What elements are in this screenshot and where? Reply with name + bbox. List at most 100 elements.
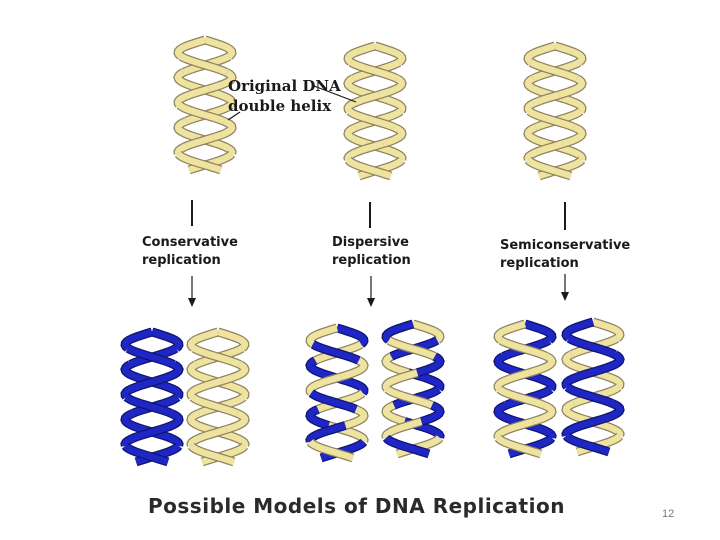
- parent-strand-segment: [212, 118, 236, 141]
- stem-line-semiconservative: [564, 202, 566, 230]
- parent-strand-segment: [174, 85, 211, 107]
- new-strand-segment: [596, 351, 624, 374]
- original-dna-label: Original DNA double helix: [228, 76, 341, 116]
- parent-strand-segment: [524, 75, 552, 98]
- semiconservative-helix-1: [493, 319, 557, 459]
- new-strand-segment: [121, 328, 153, 351]
- parent-strand-segment: [524, 124, 548, 147]
- parent-strand-segment: [382, 418, 423, 439]
- parent-strand-segment: [524, 140, 565, 161]
- new-strand-segment: [563, 433, 610, 456]
- parent-strand-segment: [382, 353, 410, 376]
- new-strand-segment: [306, 422, 347, 443]
- parent-strand-segment: [190, 394, 239, 417]
- stem-line-dispersive: [369, 202, 371, 228]
- new-strand-segment: [494, 353, 522, 376]
- parent-strand-segment: [307, 439, 354, 462]
- parent-strand-segment: [340, 357, 368, 380]
- parent-strand-segment: [174, 118, 198, 141]
- parent-strand-segment: [529, 59, 579, 82]
- new-strand-segment: [124, 394, 173, 417]
- new-strand-segment: [126, 345, 176, 368]
- parent-strand-segment: [174, 36, 206, 59]
- pointer-line-left: [227, 111, 241, 121]
- label-semiconservative-line1: Semiconservative: [500, 238, 631, 253]
- parent-strand-segment: [347, 108, 396, 131]
- label-dispersive-line1: Dispersive: [332, 235, 410, 250]
- new-strand-segment: [600, 400, 624, 423]
- parent-strand-segment: [344, 140, 385, 161]
- parent-strand-segment: [306, 373, 343, 395]
- new-strand-segment: [562, 367, 599, 389]
- parent-strand-segment: [174, 69, 202, 92]
- parent-strand-segment: [387, 337, 437, 360]
- parent-strand-segment: [345, 157, 392, 180]
- dispersive-helix-1: [305, 323, 369, 463]
- parent-strand-segment: [494, 418, 535, 439]
- stem-line-conservative: [191, 200, 193, 226]
- parent-strand-segment: [592, 318, 624, 341]
- parent-strand-segment: [525, 157, 572, 180]
- new-strand-segment: [121, 361, 149, 384]
- label-conservative: Conservative replication: [142, 234, 238, 270]
- label-conservative-line1: Conservative: [142, 235, 238, 250]
- parent-strand-segment: [344, 406, 368, 429]
- parent-strand-segment: [524, 42, 556, 65]
- parent-strand-segment: [385, 386, 434, 409]
- parent-strand-segment: [494, 320, 526, 343]
- down-arrow-semiconservative: [561, 274, 569, 301]
- parent-strand-segment: [344, 91, 381, 113]
- down-arrow-dispersive: [367, 276, 375, 307]
- parent-strand-segment: [528, 353, 556, 376]
- parent-strand-segment: [562, 124, 586, 147]
- new-strand-segment: [562, 416, 603, 437]
- parent-strand-segment: [175, 151, 222, 174]
- original-helix-3: [523, 41, 587, 181]
- new-strand-segment: [494, 402, 518, 425]
- parent-strand-segment: [554, 42, 586, 65]
- new-strand-segment: [121, 426, 162, 447]
- new-strand-segment: [121, 377, 158, 399]
- parent-strand-segment: [187, 410, 211, 433]
- parent-strand-segment: [192, 345, 242, 368]
- parent-strand-segment: [187, 361, 215, 384]
- new-strand-segment: [311, 341, 361, 364]
- new-strand-segment: [155, 361, 183, 384]
- new-strand-segment: [309, 390, 358, 413]
- pointer-line-right: [313, 85, 357, 103]
- parent-strand-segment: [221, 361, 249, 384]
- new-strand-segment: [562, 318, 594, 341]
- new-strand-segment: [382, 320, 414, 343]
- parent-strand-segment: [344, 124, 368, 147]
- parent-strand-segment: [187, 328, 219, 351]
- parent-strand-segment: [412, 320, 444, 343]
- new-strand-segment: [336, 324, 368, 347]
- semiconservative-helix-2: [561, 317, 625, 457]
- parent-strand-segment: [524, 91, 561, 113]
- label-dispersive: Dispersive replication: [332, 234, 411, 270]
- parent-strand-segment: [179, 53, 229, 76]
- parent-strand-segment: [374, 42, 406, 65]
- parent-strand-segment: [497, 386, 546, 409]
- parent-strand-segment: [187, 377, 224, 399]
- new-strand-segment: [306, 406, 330, 429]
- new-strand-segment: [524, 320, 556, 343]
- new-strand-segment: [420, 402, 444, 425]
- original-dna-label-line2: double helix: [228, 97, 332, 115]
- parent-strand-segment: [174, 134, 215, 155]
- parent-strand-segment: [527, 108, 576, 131]
- label-semiconservative-line2: replication: [500, 256, 579, 271]
- new-strand-segment: [383, 435, 430, 458]
- figure-title: Possible Models of DNA Replication: [148, 494, 565, 518]
- conservative-parent-helix: [186, 327, 250, 467]
- parent-strand-segment: [204, 36, 236, 59]
- parent-strand-segment: [344, 75, 372, 98]
- new-strand-segment: [567, 335, 617, 358]
- down-arrow-conservative: [188, 276, 196, 307]
- new-strand-segment: [159, 410, 183, 433]
- parent-strand-segment: [349, 59, 399, 82]
- parent-strand-segment: [306, 324, 338, 347]
- parent-strand-segment: [382, 369, 419, 391]
- parent-strand-segment: [558, 75, 586, 98]
